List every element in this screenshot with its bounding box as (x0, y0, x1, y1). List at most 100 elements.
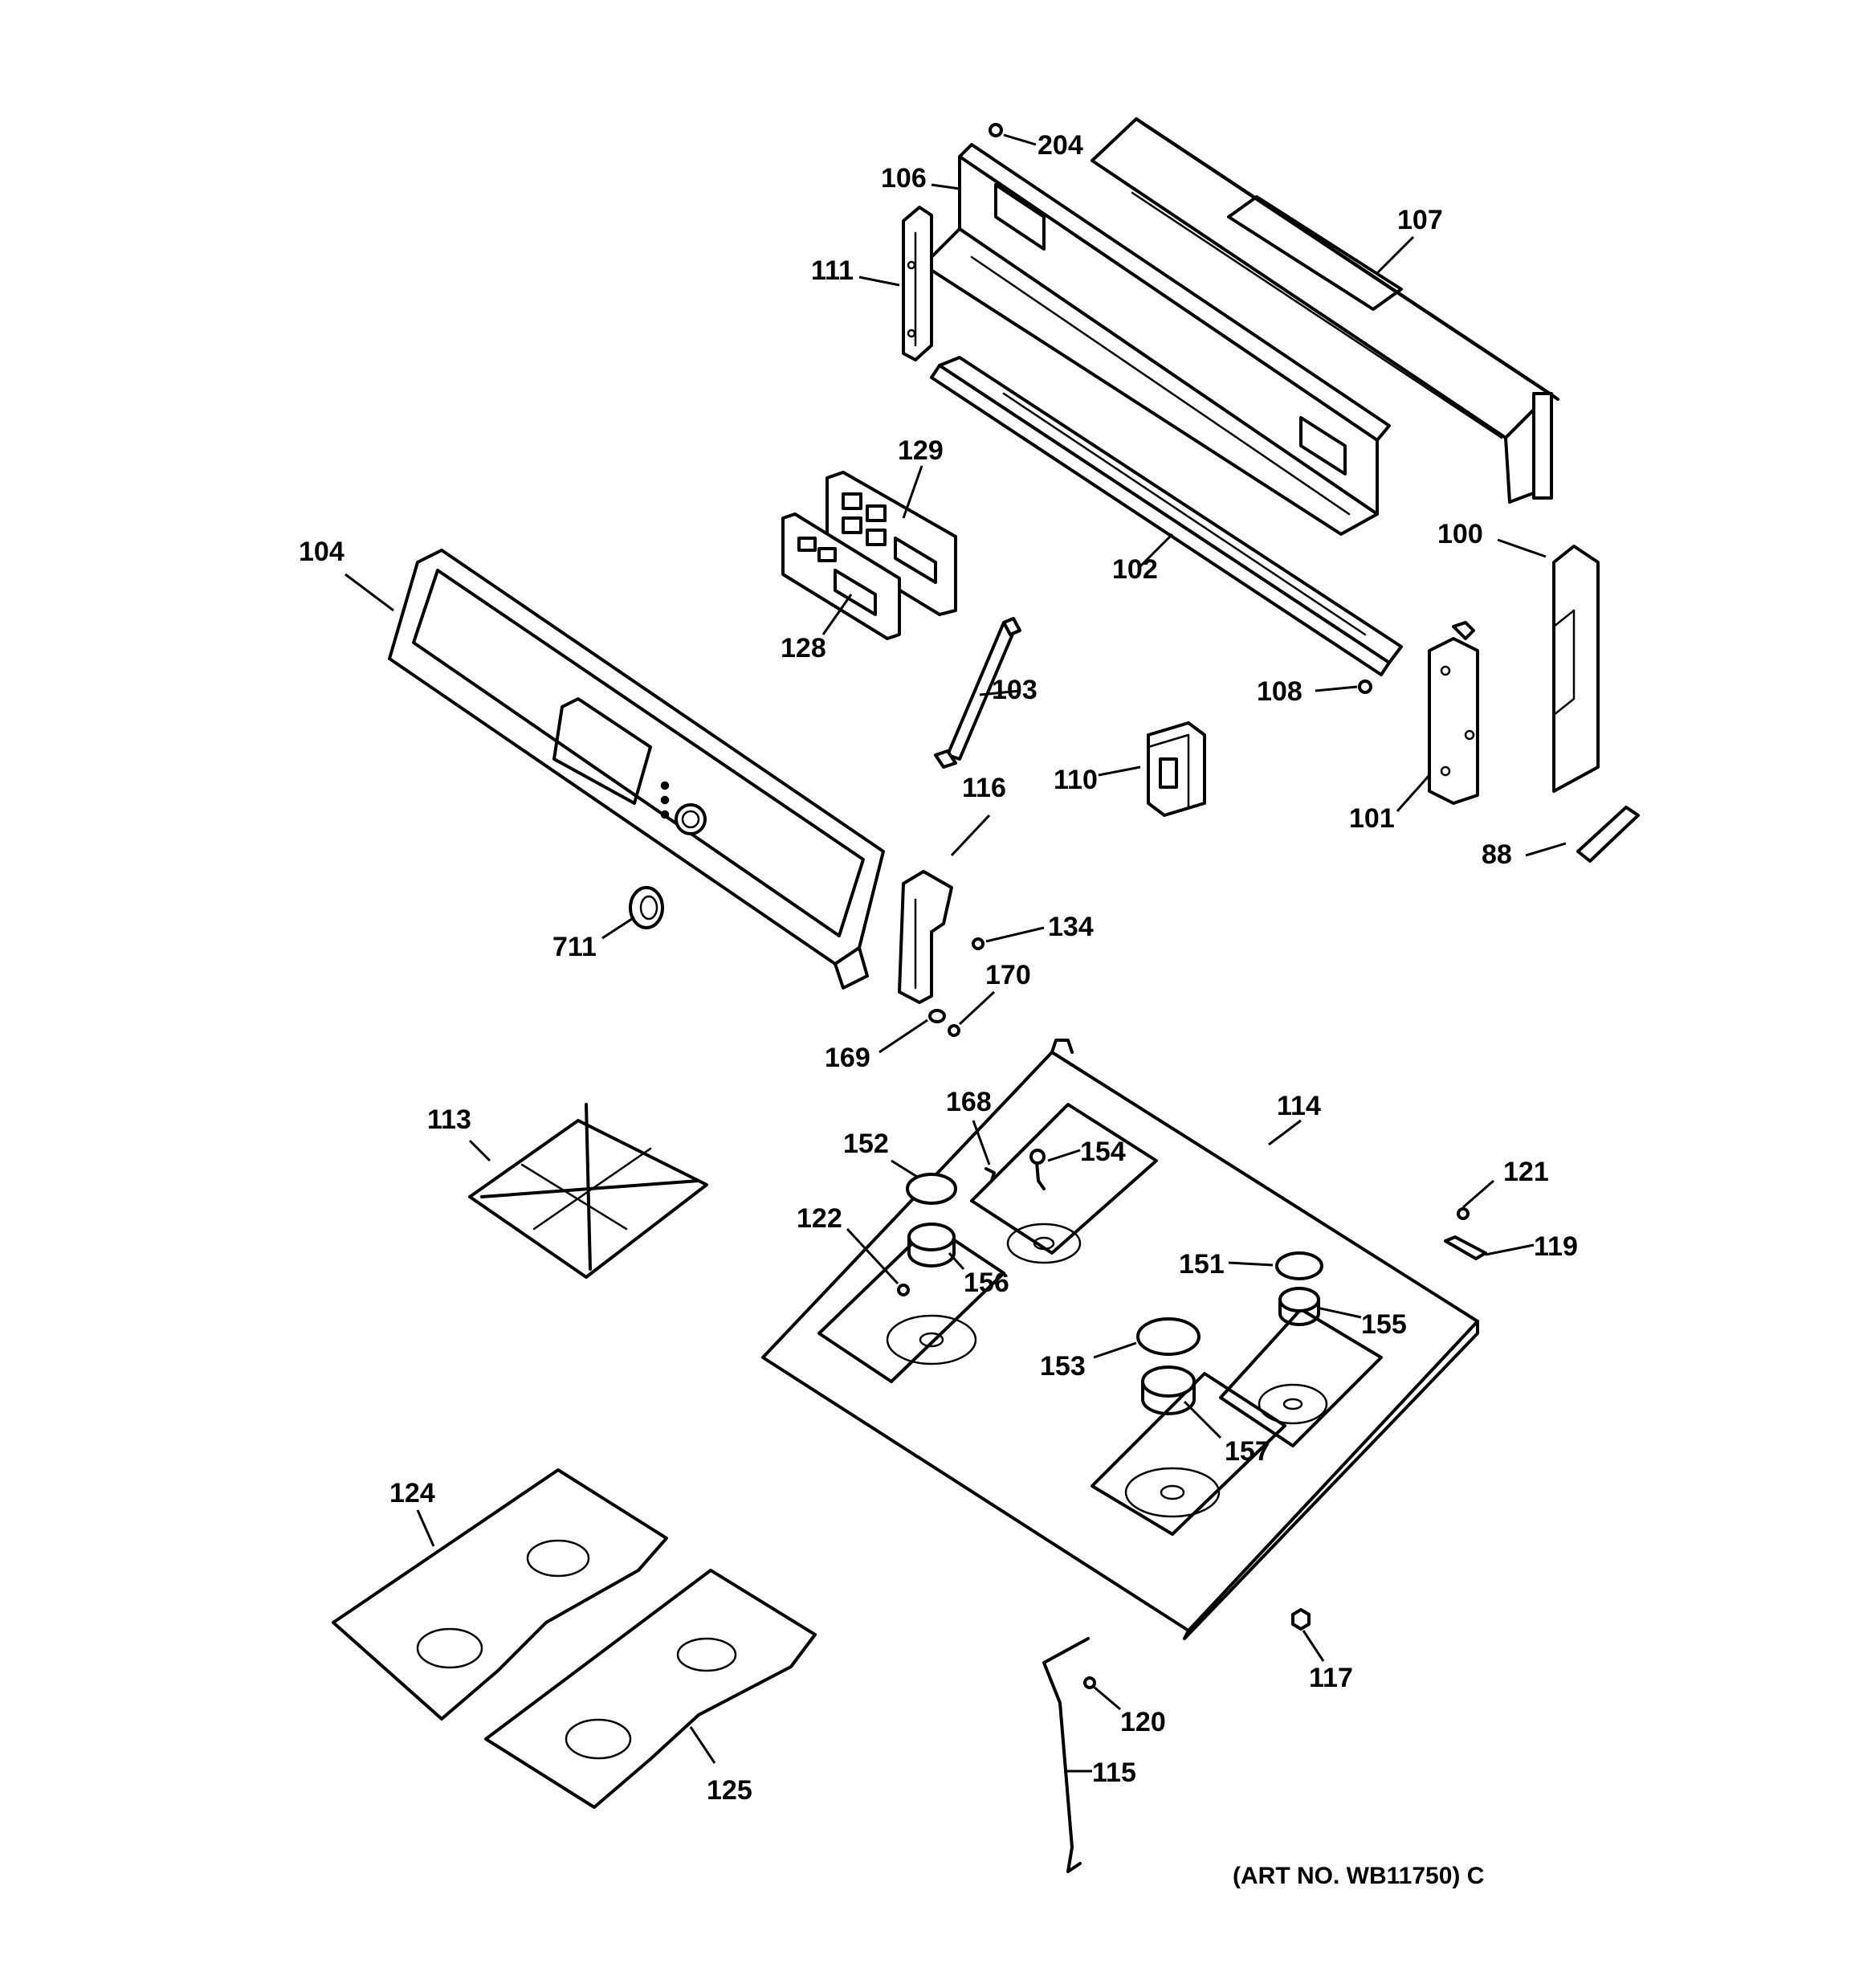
leader-107 (1376, 235, 1415, 275)
leader-88 (1525, 842, 1567, 857)
callout-110: 110 (1054, 765, 1098, 795)
callout-122: 122 (797, 1203, 842, 1234)
callout-106: 106 (881, 163, 927, 194)
part-116-drawing (898, 870, 953, 1004)
callout-129: 129 (898, 435, 944, 466)
callout-102: 102 (1112, 554, 1158, 585)
leader-114 (1268, 1119, 1302, 1146)
callout-88: 88 (1482, 839, 1512, 870)
callout-107: 107 (1397, 205, 1443, 235)
leader-119 (1485, 1243, 1535, 1256)
part-88-drawing (1576, 806, 1640, 863)
leader-168 (972, 1120, 991, 1165)
part-151-drawing (1275, 1251, 1323, 1280)
callout-152: 152 (843, 1129, 889, 1159)
leader-101 (1396, 774, 1431, 812)
part-111-drawing (902, 206, 933, 361)
callout-124: 124 (389, 1478, 435, 1508)
part-102-drawing (930, 356, 1403, 676)
part-155-drawing (1278, 1287, 1320, 1326)
callout-101: 101 (1349, 803, 1395, 834)
leader-120 (1093, 1685, 1121, 1711)
callout-121: 121 (1503, 1157, 1549, 1187)
leader-102 (1139, 533, 1174, 568)
callout-153: 153 (1040, 1351, 1086, 1382)
callout-134: 134 (1048, 912, 1094, 942)
leader-151 (1228, 1261, 1274, 1267)
callout-119: 119 (1534, 1231, 1578, 1262)
part-170-drawing (948, 1024, 960, 1037)
part-128-drawing (781, 512, 901, 640)
part-157-drawing (1141, 1365, 1196, 1415)
callout-128: 128 (781, 633, 826, 663)
leader-121 (1462, 1179, 1494, 1209)
part-107-drawing (1090, 117, 1559, 504)
leader-124 (416, 1509, 435, 1547)
callout-117: 117 (1309, 1663, 1353, 1693)
callout-104: 104 (299, 537, 344, 567)
leader-170 (958, 990, 996, 1026)
part-101-drawing (1428, 621, 1479, 805)
leader-129 (902, 465, 923, 519)
part-121-drawing (1457, 1207, 1470, 1220)
callout-114: 114 (1277, 1091, 1321, 1121)
callout-170: 170 (985, 960, 1031, 990)
callout-157: 157 (1225, 1436, 1270, 1467)
leader-156 (948, 1251, 965, 1271)
callout-151: 151 (1179, 1249, 1225, 1280)
part-168-drawing (984, 1167, 996, 1182)
part-125-drawing (484, 1569, 817, 1809)
leader-113 (468, 1139, 491, 1162)
callout-111: 111 (811, 255, 854, 286)
part-122-drawing (897, 1284, 910, 1296)
leader-128 (821, 594, 853, 635)
leader-169 (879, 1018, 928, 1054)
part-152-drawing (906, 1173, 957, 1205)
callout-100: 100 (1437, 519, 1483, 549)
callout-711: 711 (552, 932, 597, 962)
leader-117 (1302, 1630, 1325, 1662)
part-100-drawing (1552, 545, 1600, 793)
callout-115: 115 (1092, 1757, 1136, 1788)
part-169-drawing (928, 1009, 946, 1023)
leader-204 (1003, 133, 1037, 146)
callout-103: 103 (992, 675, 1037, 705)
callout-113: 113 (427, 1104, 471, 1135)
part-124-drawing (332, 1468, 668, 1721)
leader-157 (1183, 1400, 1222, 1439)
part-106-drawing (922, 143, 1391, 536)
leader-134 (985, 926, 1045, 943)
leader-153 (1093, 1341, 1137, 1359)
leader-108 (1315, 685, 1358, 692)
leader-125 (689, 1726, 716, 1764)
callout-125: 125 (707, 1775, 752, 1806)
leader-711 (601, 916, 635, 940)
leader-122 (846, 1227, 899, 1285)
part-110-drawing (1147, 721, 1206, 817)
part-115-drawing (1042, 1637, 1090, 1873)
part-119-drawing (1444, 1235, 1487, 1260)
leader-152 (891, 1159, 918, 1178)
leader-104 (344, 573, 394, 612)
callout-155: 155 (1361, 1309, 1407, 1340)
part-154-drawing (1029, 1149, 1046, 1190)
callout-labels: 204 106 107 111 129 128 104 102 100 103 … (299, 130, 1578, 1806)
leader-106 (931, 183, 960, 190)
callout-168: 168 (946, 1087, 992, 1117)
part-103-drawing (934, 617, 1021, 769)
callout-154: 154 (1080, 1137, 1126, 1167)
part-120-drawing (1083, 1676, 1096, 1689)
callout-156: 156 (964, 1268, 1009, 1298)
part-204-drawing (989, 123, 1003, 137)
part-153-drawing (1136, 1317, 1201, 1356)
part-711-drawing (629, 886, 664, 929)
leader-103 (979, 689, 1021, 696)
leader-116 (950, 814, 991, 857)
callout-120: 120 (1120, 1707, 1166, 1737)
leader-111 (858, 276, 900, 287)
part-134-drawing (972, 937, 984, 950)
leader-100 (1497, 538, 1547, 558)
leader-lines (344, 133, 1567, 1773)
leader-110 (1098, 765, 1141, 777)
